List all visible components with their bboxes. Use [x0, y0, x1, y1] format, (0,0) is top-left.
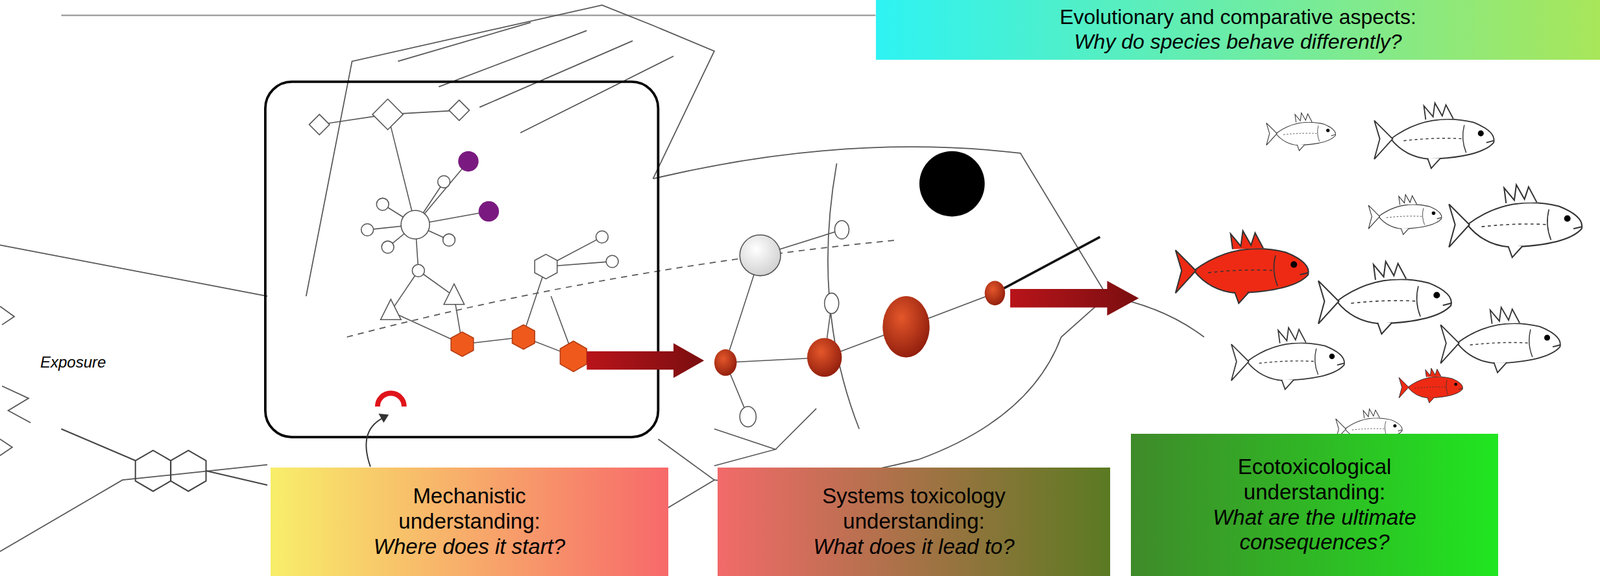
exposure-zigzag	[0, 438, 13, 455]
systems-network	[725, 292, 995, 363]
box-heading: Mechanistic understanding:	[359, 483, 581, 534]
affected-fish	[1175, 230, 1309, 304]
box-question: What does it lead to?	[812, 533, 1015, 560]
molecular-network	[448, 99, 470, 121]
top-rule	[60, 14, 876, 16]
molecular-network	[437, 175, 451, 189]
systems-network	[807, 338, 842, 377]
fish-outline	[479, 40, 633, 108]
fish-school	[1318, 261, 1452, 335]
fish-school	[1374, 103, 1494, 169]
leader-head	[378, 413, 389, 423]
level-box: Ecotoxicological understanding:What are …	[1130, 433, 1499, 576]
mechanism-frame	[265, 81, 658, 437]
box-question: Why do species behave differently?	[1073, 29, 1402, 55]
molecular-network	[443, 283, 464, 304]
fish-school	[1448, 184, 1582, 258]
molecular-network	[380, 299, 401, 320]
aspect-banner: Evolutionary and comparative aspects:Why…	[875, 0, 1600, 60]
molecular-network	[400, 210, 430, 239]
systems-network	[739, 234, 781, 276]
systems-network	[725, 229, 842, 417]
molecular-network	[534, 254, 558, 279]
naphthalene-molecule	[135, 450, 171, 492]
box-question: What are the ultimate consequences?	[1194, 504, 1435, 556]
exposure-zigzag	[1, 385, 31, 423]
level-box: Mechanistic understanding:Where does it …	[270, 467, 669, 576]
exposure-zigzag	[0, 306, 15, 325]
molecular-network	[450, 331, 474, 357]
affected-fish	[1175, 230, 1464, 403]
fish-school	[1231, 327, 1345, 390]
systems-network	[824, 292, 839, 313]
leader-line	[365, 416, 386, 467]
effect-arrow	[1010, 280, 1139, 315]
affected-fish	[1398, 367, 1463, 403]
molecular-network	[309, 99, 619, 372]
fish-outline	[438, 30, 587, 87]
fish-school	[1368, 194, 1442, 235]
molecular-network	[606, 254, 619, 268]
molecular-network	[376, 197, 389, 211]
fish-mouth	[994, 236, 1100, 293]
fish-outline	[397, 22, 531, 62]
molecular-network	[412, 264, 425, 277]
molecular-network	[522, 236, 612, 357]
molecular-network	[559, 340, 587, 372]
molecular-network	[443, 233, 456, 246]
systems-network	[739, 406, 756, 427]
box-question: Where does it start?	[373, 533, 566, 560]
molecular-network	[387, 114, 416, 225]
molecular-network	[381, 240, 394, 254]
molecular-network	[478, 201, 499, 222]
fish-eye	[919, 151, 985, 217]
systems-network	[882, 295, 930, 357]
molecular-network	[372, 99, 403, 130]
receptor	[377, 392, 405, 406]
level-box: Systems toxicology understanding:What do…	[717, 467, 1111, 576]
naphthalene-molecule	[60, 428, 268, 492]
fish-school	[1440, 306, 1560, 372]
molecular-network	[361, 223, 374, 236]
fish-outline	[520, 55, 674, 133]
systems-network	[714, 220, 1006, 466]
fish-outline	[663, 479, 715, 510]
box-heading: Ecotoxicological understanding:	[1204, 454, 1425, 505]
molecular-network	[309, 114, 330, 135]
fish-school	[1266, 112, 1336, 151]
box-heading: Systems toxicology understanding:	[803, 483, 1025, 534]
exposure-label: Exposure	[40, 352, 106, 372]
systems-network	[714, 408, 817, 466]
systems-network	[714, 349, 738, 376]
molecular-network	[367, 160, 489, 247]
fish-outline	[347, 240, 898, 337]
naphthalene-molecule	[170, 450, 206, 492]
fish-outline	[306, 5, 715, 296]
molecular-network	[458, 151, 479, 172]
fish-outline	[0, 244, 268, 296]
systems-network	[834, 220, 849, 239]
fish-outline	[653, 146, 1108, 483]
fish-outline	[0, 464, 268, 552]
naphthalene-molecule	[206, 470, 268, 485]
molecular-network	[390, 224, 462, 344]
naphthalene-molecule	[60, 428, 135, 461]
box-heading: Evolutionary and comparative aspects:	[1059, 5, 1417, 30]
molecular-network	[595, 230, 608, 243]
systems-network	[984, 280, 1006, 305]
exposure-zigzag	[0, 306, 31, 456]
molecular-network	[511, 324, 535, 350]
effect-arrow	[586, 342, 704, 377]
